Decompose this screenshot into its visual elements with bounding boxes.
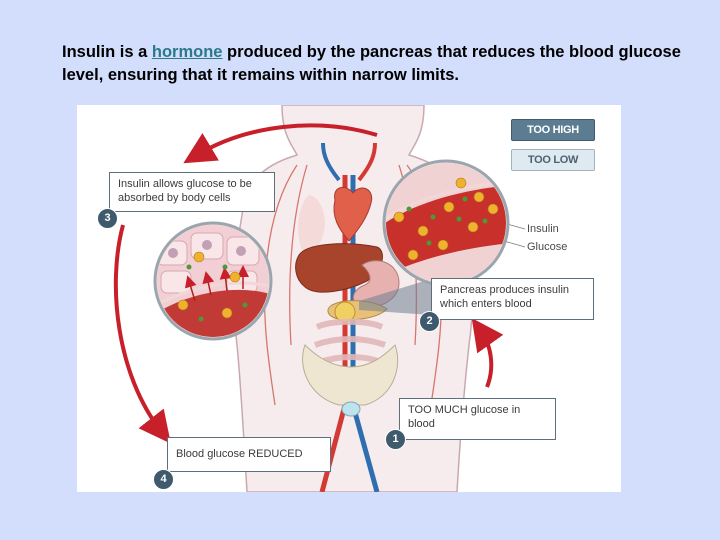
too-high-button[interactable]: TOO HIGH (511, 119, 595, 141)
insulin-diagram: TOO HIGH TOO LOW Insulin Glucose Insulin… (77, 105, 621, 492)
step3-badge: 3 (97, 208, 118, 229)
insulin-legend-label: Insulin (527, 223, 559, 235)
cells-magnifier (153, 221, 273, 341)
pelvis (302, 344, 399, 406)
liver (295, 243, 383, 293)
bladder (341, 401, 361, 417)
hormone-link[interactable]: hormone (151, 43, 223, 61)
glucose-legend-label: Glucose (527, 241, 568, 253)
heading-text-before: Insulin is a (62, 43, 152, 61)
step1-box: TOO MUCH glucose in blood (399, 398, 556, 440)
vessel-magnifier (382, 159, 510, 287)
left-lung (298, 195, 325, 254)
cycle-arrows (113, 123, 504, 444)
heart (333, 186, 373, 242)
too-low-button[interactable]: TOO LOW (511, 149, 595, 171)
pancreas-pointer (359, 279, 431, 315)
body-illustration (113, 105, 526, 492)
step3-box: Insulin allows glucose to be absorbed by… (109, 172, 275, 212)
step2-badge: 2 (419, 311, 440, 332)
step1-badge: 1 (385, 429, 406, 450)
page-heading: Insulin is a hormone produced by the pan… (62, 41, 702, 87)
heading-text-after: produced by the pancreas that reduces th… (62, 43, 681, 84)
step4-box: Blood glucose REDUCED (167, 437, 331, 472)
step2-box: Pancreas produces insulin which enters b… (431, 278, 594, 320)
step4-badge: 4 (153, 469, 174, 490)
